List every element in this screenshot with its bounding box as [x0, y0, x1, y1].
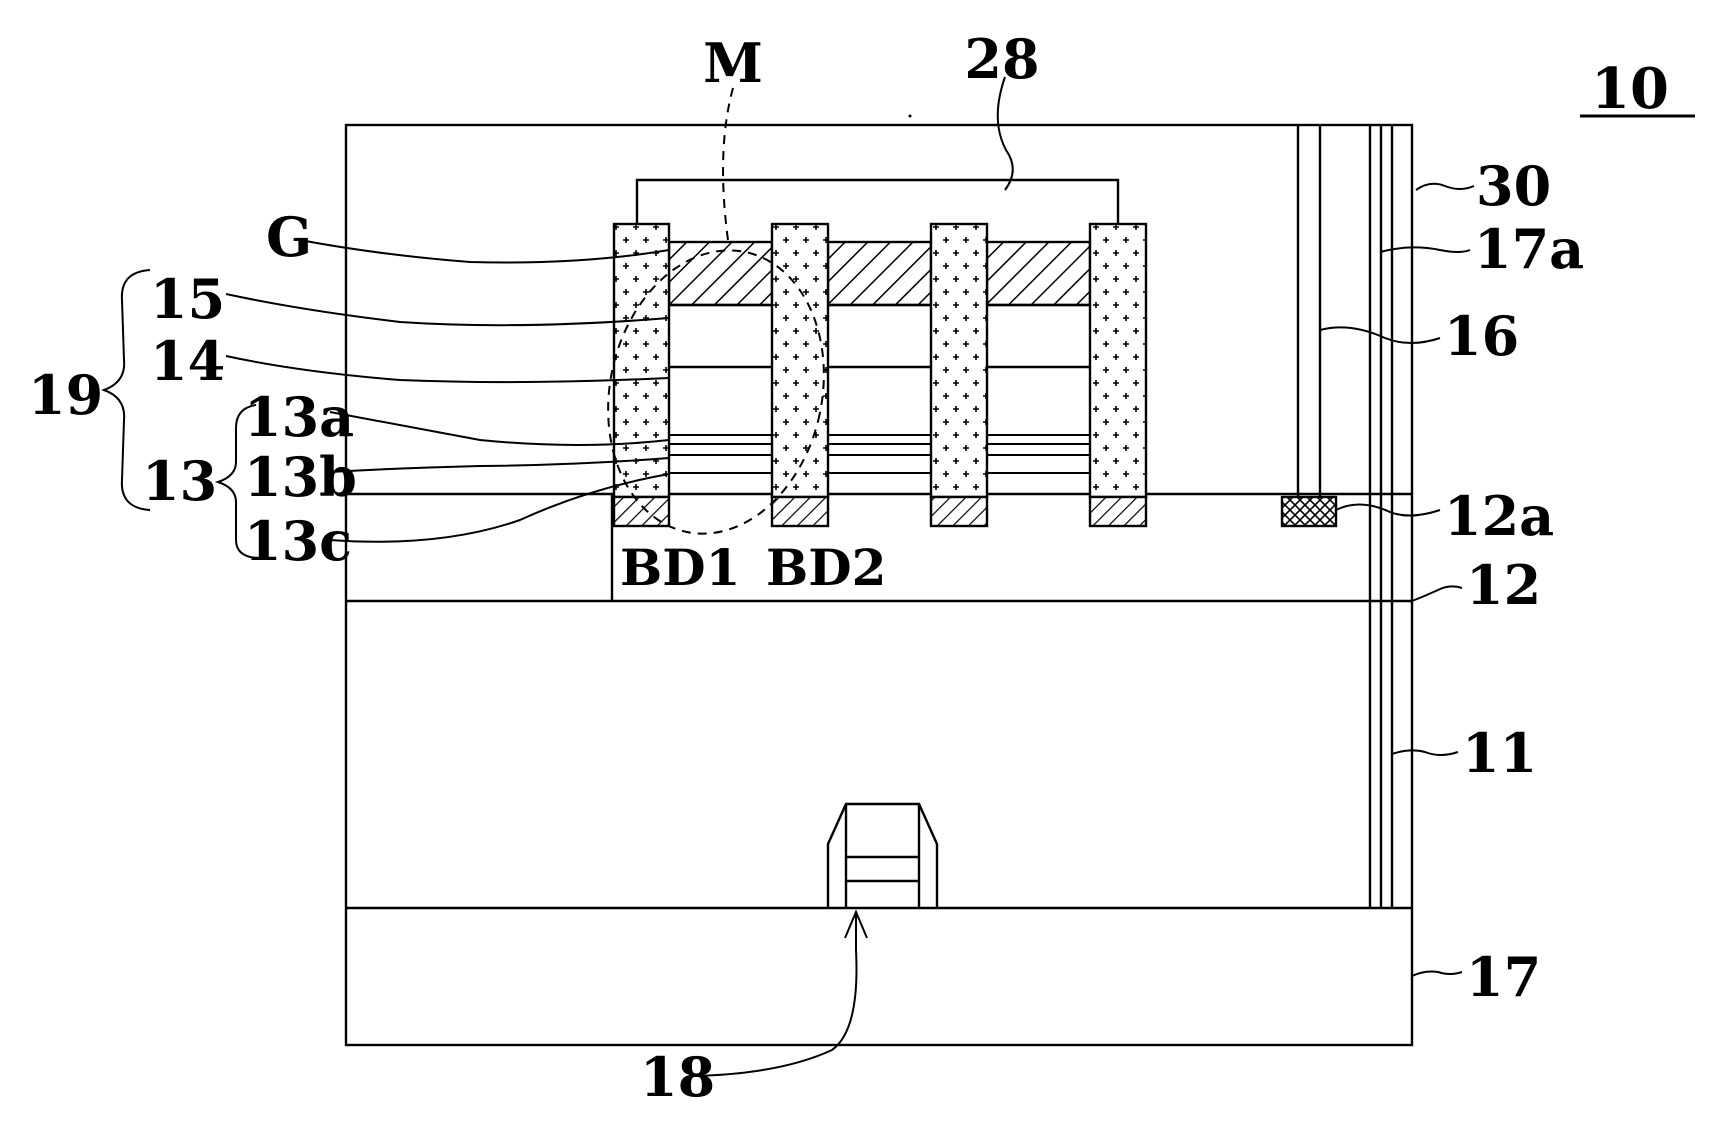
label-13: 13	[142, 449, 217, 513]
device-body	[344, 114, 1414, 1047]
label-12a: 12a	[1444, 484, 1554, 548]
label-BD1: BD1	[620, 538, 740, 597]
bottom-contact-4	[1088, 495, 1148, 528]
braces	[101, 269, 257, 559]
label-18: 18	[640, 1045, 715, 1109]
interconnect-28	[635, 178, 1120, 224]
contact-12a	[1280, 495, 1338, 528]
label-11: 11	[1462, 721, 1537, 785]
gate-layer-G-2	[826, 240, 933, 307]
encapsulation-layer-30	[344, 123, 1414, 1047]
pillar-3	[929, 222, 989, 499]
label-14: 14	[150, 329, 225, 393]
label-30: 30	[1476, 154, 1551, 218]
leader-M	[722, 87, 734, 241]
label-13c: 13c	[244, 509, 352, 573]
pillar-4	[1088, 222, 1148, 499]
brace-19	[101, 269, 151, 511]
speck	[908, 114, 912, 118]
element-18	[826, 802, 939, 908]
label-13a: 13a	[244, 385, 354, 449]
label-17: 17	[1466, 945, 1541, 1009]
label-G: G	[266, 205, 312, 269]
label-BD2: BD2	[766, 538, 886, 597]
label-16: 16	[1444, 304, 1519, 368]
label-28: 28	[964, 27, 1039, 91]
bottom-contact-3	[929, 495, 989, 528]
label-12: 12	[1466, 553, 1541, 617]
leader-lines	[225, 76, 1475, 1077]
electrode-pillars	[612, 222, 1148, 528]
bottom-contact-BD2	[770, 495, 830, 528]
memory-region-M	[607, 249, 825, 535]
layer-stack-19	[667, 240, 1092, 474]
pillar-1	[612, 222, 671, 499]
label-13b: 13b	[244, 445, 357, 509]
figure-number: 10	[1591, 56, 1669, 122]
label-19: 19	[28, 363, 103, 427]
gate-layer-G-3	[985, 240, 1092, 307]
label-15: 15	[150, 267, 225, 331]
label-17a: 17a	[1474, 217, 1584, 281]
gate-layer-G-1	[667, 240, 774, 307]
brace-13	[214, 404, 257, 559]
label-M: M	[703, 31, 763, 95]
pillar-2	[770, 222, 830, 499]
